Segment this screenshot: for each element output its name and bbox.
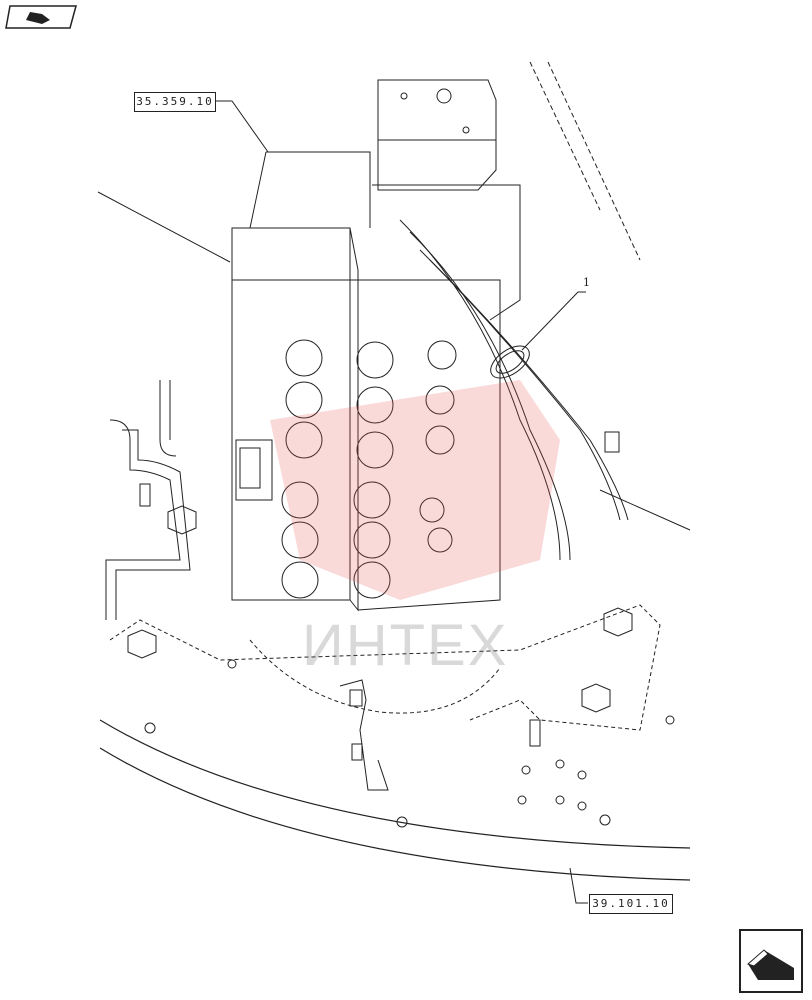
nav-forward-button[interactable] xyxy=(738,928,804,994)
spool-caps xyxy=(281,339,457,599)
mounting-bolts xyxy=(127,431,633,747)
reference-link-top[interactable]: 35.359.10 xyxy=(131,89,216,112)
watermark-logo xyxy=(270,380,560,600)
leader-bottom xyxy=(569,867,588,904)
leader-top xyxy=(215,100,269,153)
callout-number-1: 1 xyxy=(583,276,590,289)
reference-link-bottom[interactable]: 39.101.10 xyxy=(586,891,673,914)
page-forward-arrow-icon xyxy=(739,929,803,993)
nav-back-button[interactable] xyxy=(4,4,78,30)
chassis-plate xyxy=(99,719,691,849)
valve-block-main xyxy=(231,151,501,612)
support-bracket xyxy=(339,679,389,791)
callout-1-part xyxy=(490,291,586,379)
page-back-arrow-icon xyxy=(5,5,77,29)
valve-block-upper xyxy=(372,79,521,321)
plate-holes xyxy=(144,659,675,828)
hydraulic-pipes xyxy=(105,380,191,620)
hydraulic-hoses xyxy=(399,219,629,561)
watermark-text: ИНТЕХ xyxy=(302,613,509,678)
